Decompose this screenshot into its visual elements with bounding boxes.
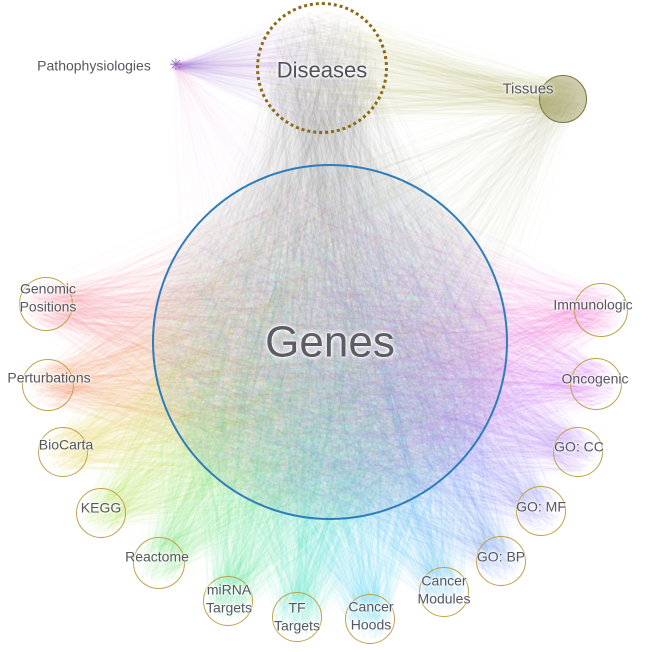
node-cancer-hoods[interactable] [345,594,395,644]
node-genes[interactable] [152,164,508,520]
node-tf-targets[interactable] [272,592,322,642]
node-mirna-targets[interactable] [203,576,253,626]
node-cancer-modules[interactable] [419,567,469,617]
node-perturbations[interactable] [22,359,74,411]
node-oncogenic[interactable] [570,358,622,410]
node-pathophysiologies[interactable]: ✳ [169,58,182,74]
node-reactome[interactable] [133,537,185,589]
node-tissues[interactable] [539,75,587,123]
node-go-mf[interactable] [516,486,566,536]
node-genomic-positions[interactable] [19,277,73,331]
node-go-bp[interactable] [476,536,526,586]
asterisk-icon: ✳ [169,57,183,74]
node-diseases[interactable] [256,2,388,134]
node-immunologic[interactable] [574,283,628,337]
node-kegg[interactable] [76,488,126,538]
node-biocarta[interactable] [38,427,88,477]
node-go-cc[interactable] [553,427,603,477]
